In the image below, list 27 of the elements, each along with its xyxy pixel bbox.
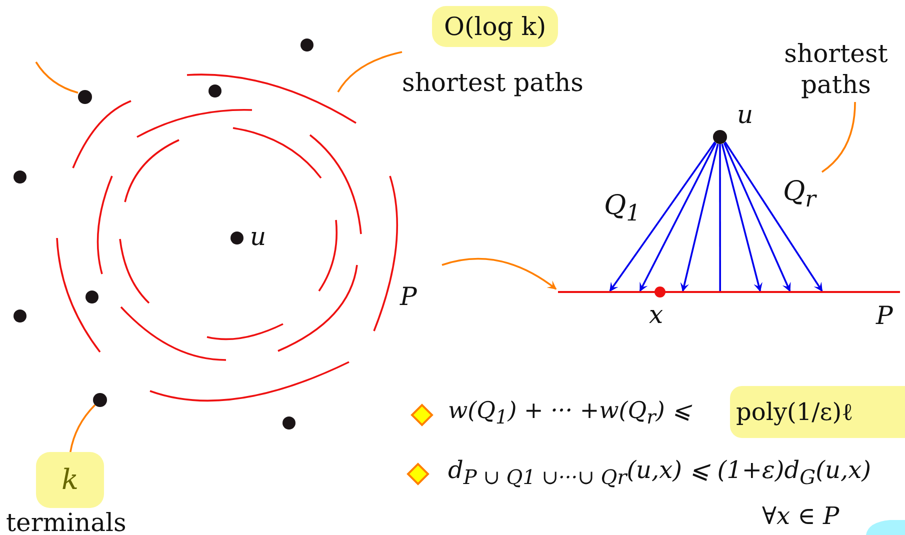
variable-label: u	[250, 222, 266, 251]
terminal-dot	[93, 393, 107, 407]
arrow	[609, 142, 716, 292]
formula: d$_{P ∪ Q1 ∪···∪ Qr}$(u,x) ⩽ (1+ε)d$_{G}$(u,x)	[448, 456, 871, 489]
highlighted-math-label: k	[36, 452, 104, 508]
terminal-dot	[78, 90, 92, 104]
formula: w(Q$_{1}$) + ··· +w(Q$_{r}$) ⩽	[448, 397, 692, 429]
formula: ∀x ∈ P	[762, 502, 840, 530]
variable-label: u	[737, 100, 754, 129]
caption-text: shortest paths	[783, 38, 889, 100]
caption-text: terminals	[6, 508, 126, 535]
arrow	[723, 142, 791, 292]
arrow	[680, 144, 719, 292]
leader-line	[35, 62, 78, 94]
variable-label: x	[649, 300, 664, 329]
variable-label: P	[876, 301, 893, 330]
highlighted-formula: poly(1/ε)ℓ	[730, 386, 905, 438]
leader-line	[821, 102, 856, 173]
arrow	[724, 142, 823, 292]
arrow	[442, 258, 557, 290]
variable-label: P	[400, 282, 417, 311]
highlighted-math-label: O(log k)	[432, 6, 558, 47]
leader-line	[70, 404, 96, 452]
caption-text: shortest paths	[402, 68, 584, 97]
arrow	[721, 144, 762, 292]
arrow	[639, 142, 717, 292]
leader-line	[337, 51, 402, 92]
